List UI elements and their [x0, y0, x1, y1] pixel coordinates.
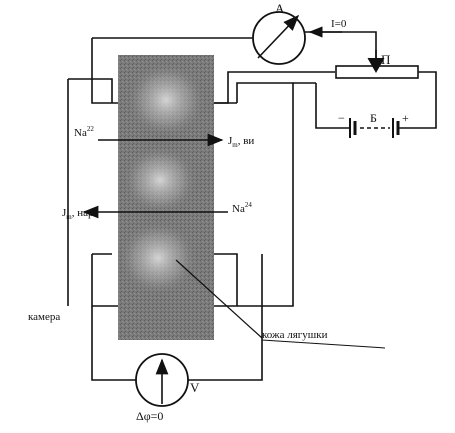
- flux-out-label: Jm, ви: [228, 135, 254, 149]
- battery-minus-label: −: [338, 111, 345, 125]
- voltmeter: [135, 353, 189, 407]
- frog-skin-pointer: [175, 259, 263, 339]
- ammeter-label: A: [275, 1, 285, 16]
- chamber-top-left-inner: [68, 78, 113, 103]
- chamber-label: камера: [28, 311, 60, 323]
- potential-diff-label: Δφ=0: [136, 409, 163, 423]
- chamber-bottom-left-wall: [91, 254, 118, 307]
- battery-plus-label: +: [402, 111, 409, 125]
- frog-skin-label: кожа лягушки: [262, 329, 328, 341]
- current-zero-label: I=0: [331, 18, 347, 30]
- na22-label: Na22: [74, 125, 94, 139]
- chamber-top-left-wall: [91, 38, 118, 104]
- frog-skin-tissue: [118, 55, 214, 340]
- frog-skin-underline: [261, 339, 386, 349]
- voltmeter-label: V: [190, 380, 200, 395]
- battery-label: Б: [370, 111, 377, 125]
- ammeter: [252, 11, 306, 65]
- chamber-right-outer: [214, 82, 294, 307]
- chamber-top-right-wall: [214, 71, 335, 104]
- flux-in-label: Jm, нар: [62, 207, 94, 221]
- voltmeter-circuit: [91, 254, 263, 381]
- na24-label: Na24: [232, 201, 252, 215]
- chamber-walls: [67, 38, 335, 307]
- potentiometer-label: П: [381, 52, 390, 67]
